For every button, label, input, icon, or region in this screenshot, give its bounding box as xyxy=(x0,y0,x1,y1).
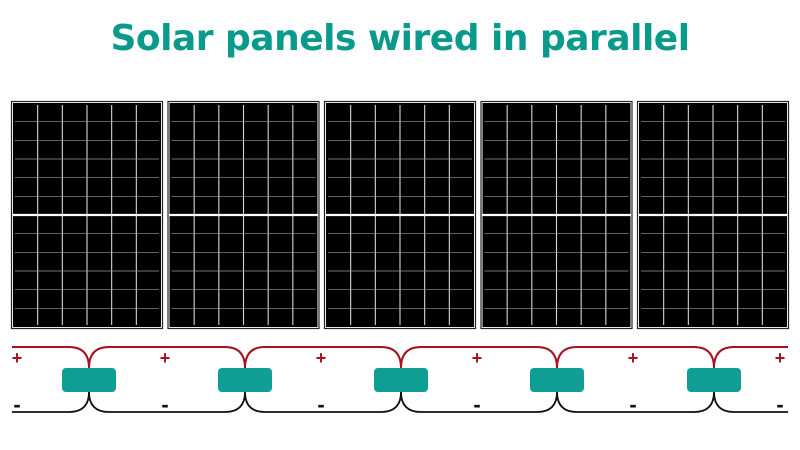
solar-panel xyxy=(10,100,164,330)
positive-wire xyxy=(12,346,788,369)
diagram-title: Solar panels wired in parallel xyxy=(110,18,690,59)
negative-sign: - xyxy=(629,392,636,417)
solar-panel xyxy=(323,100,477,330)
branch-connector xyxy=(218,368,272,392)
negative-sign: - xyxy=(13,392,20,417)
negative-sign: - xyxy=(161,392,168,417)
branch-connector xyxy=(687,368,741,392)
negative-sign: - xyxy=(473,392,480,417)
positive-sign: + xyxy=(472,348,483,368)
connectors xyxy=(62,368,741,392)
branch-connector xyxy=(530,368,584,392)
solar-panels xyxy=(10,100,790,330)
solar-panel xyxy=(167,100,320,330)
solar-panel xyxy=(636,100,790,330)
positive-sign: + xyxy=(775,348,786,368)
positive-sign: + xyxy=(316,348,327,368)
negative-sign: - xyxy=(317,392,324,417)
polarity-signs: + + + + + + - - - - - - xyxy=(12,348,786,417)
branch-connector xyxy=(62,368,116,392)
solar-panel xyxy=(480,100,633,330)
negative-wire xyxy=(12,391,788,413)
positive-sign: + xyxy=(628,348,639,368)
branch-connector xyxy=(374,368,428,392)
negative-sign: - xyxy=(776,392,783,417)
positive-sign: + xyxy=(12,348,23,368)
positive-sign: + xyxy=(160,348,171,368)
